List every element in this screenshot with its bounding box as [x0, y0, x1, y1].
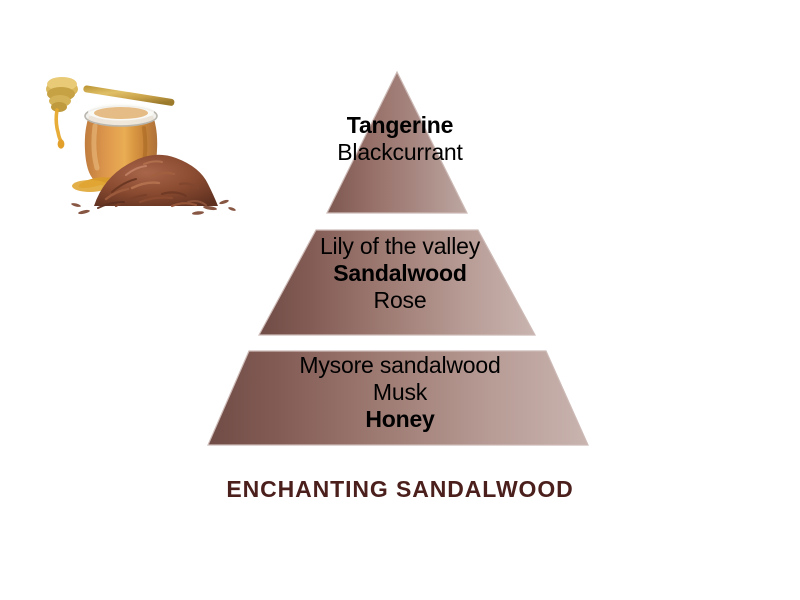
honey-dipper — [46, 77, 175, 149]
note-lily-of-the-valley: Lily of the valley — [319, 233, 481, 259]
fragrance-title: ENCHANTING SANDALWOOD — [226, 476, 574, 502]
note-sandalwood: Sandalwood — [333, 260, 467, 287]
note-rose: Rose — [373, 287, 427, 314]
note-mysore-sandalwood: Mysore sandalwood — [299, 352, 501, 378]
pyramid-tier-middle-notes: Lily of the valley Sandalwood Rose — [0, 233, 800, 314]
product-photo — [32, 56, 252, 216]
note-honey: Honey — [365, 406, 435, 433]
note-musk: Musk — [372, 379, 428, 406]
note-blackcurrant: Blackcurrant — [337, 139, 463, 166]
note-tangerine: Tangerine — [346, 112, 454, 138]
pyramid-tier-base-notes: Mysore sandalwood Musk Honey — [0, 352, 800, 433]
sandalwood-shavings-pile — [71, 154, 236, 215]
pyramid-tier-top-notes: Tangerine Blackcurrant — [0, 112, 800, 166]
